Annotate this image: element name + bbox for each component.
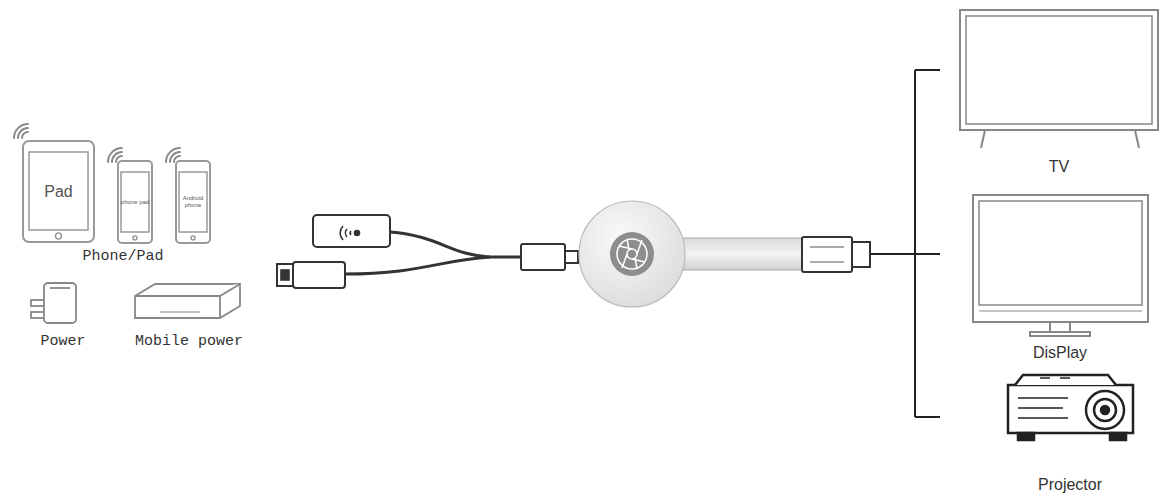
tablet: Pad bbox=[22, 140, 95, 243]
device-label: Android phone bbox=[178, 195, 208, 209]
phone: phone pad bbox=[117, 160, 153, 244]
mobile-power: Mobile power bbox=[126, 280, 252, 352]
device-label: phone pad bbox=[120, 199, 150, 206]
projector: Projector bbox=[1000, 368, 1140, 496]
android-phone: Android phone bbox=[175, 160, 211, 244]
display-monitor: DisPlay bbox=[965, 190, 1155, 364]
device-label: Mobile power bbox=[135, 333, 243, 350]
device-label: TV bbox=[1049, 158, 1069, 176]
tv: TV bbox=[955, 6, 1163, 178]
device-label: Power bbox=[40, 333, 85, 350]
device-label: DisPlay bbox=[1033, 344, 1087, 362]
power-adapter: Power bbox=[28, 280, 98, 352]
group-label: Phone/Pad bbox=[82, 248, 163, 265]
device-label: Pad bbox=[44, 183, 72, 201]
device-label: Projector bbox=[1038, 476, 1102, 494]
